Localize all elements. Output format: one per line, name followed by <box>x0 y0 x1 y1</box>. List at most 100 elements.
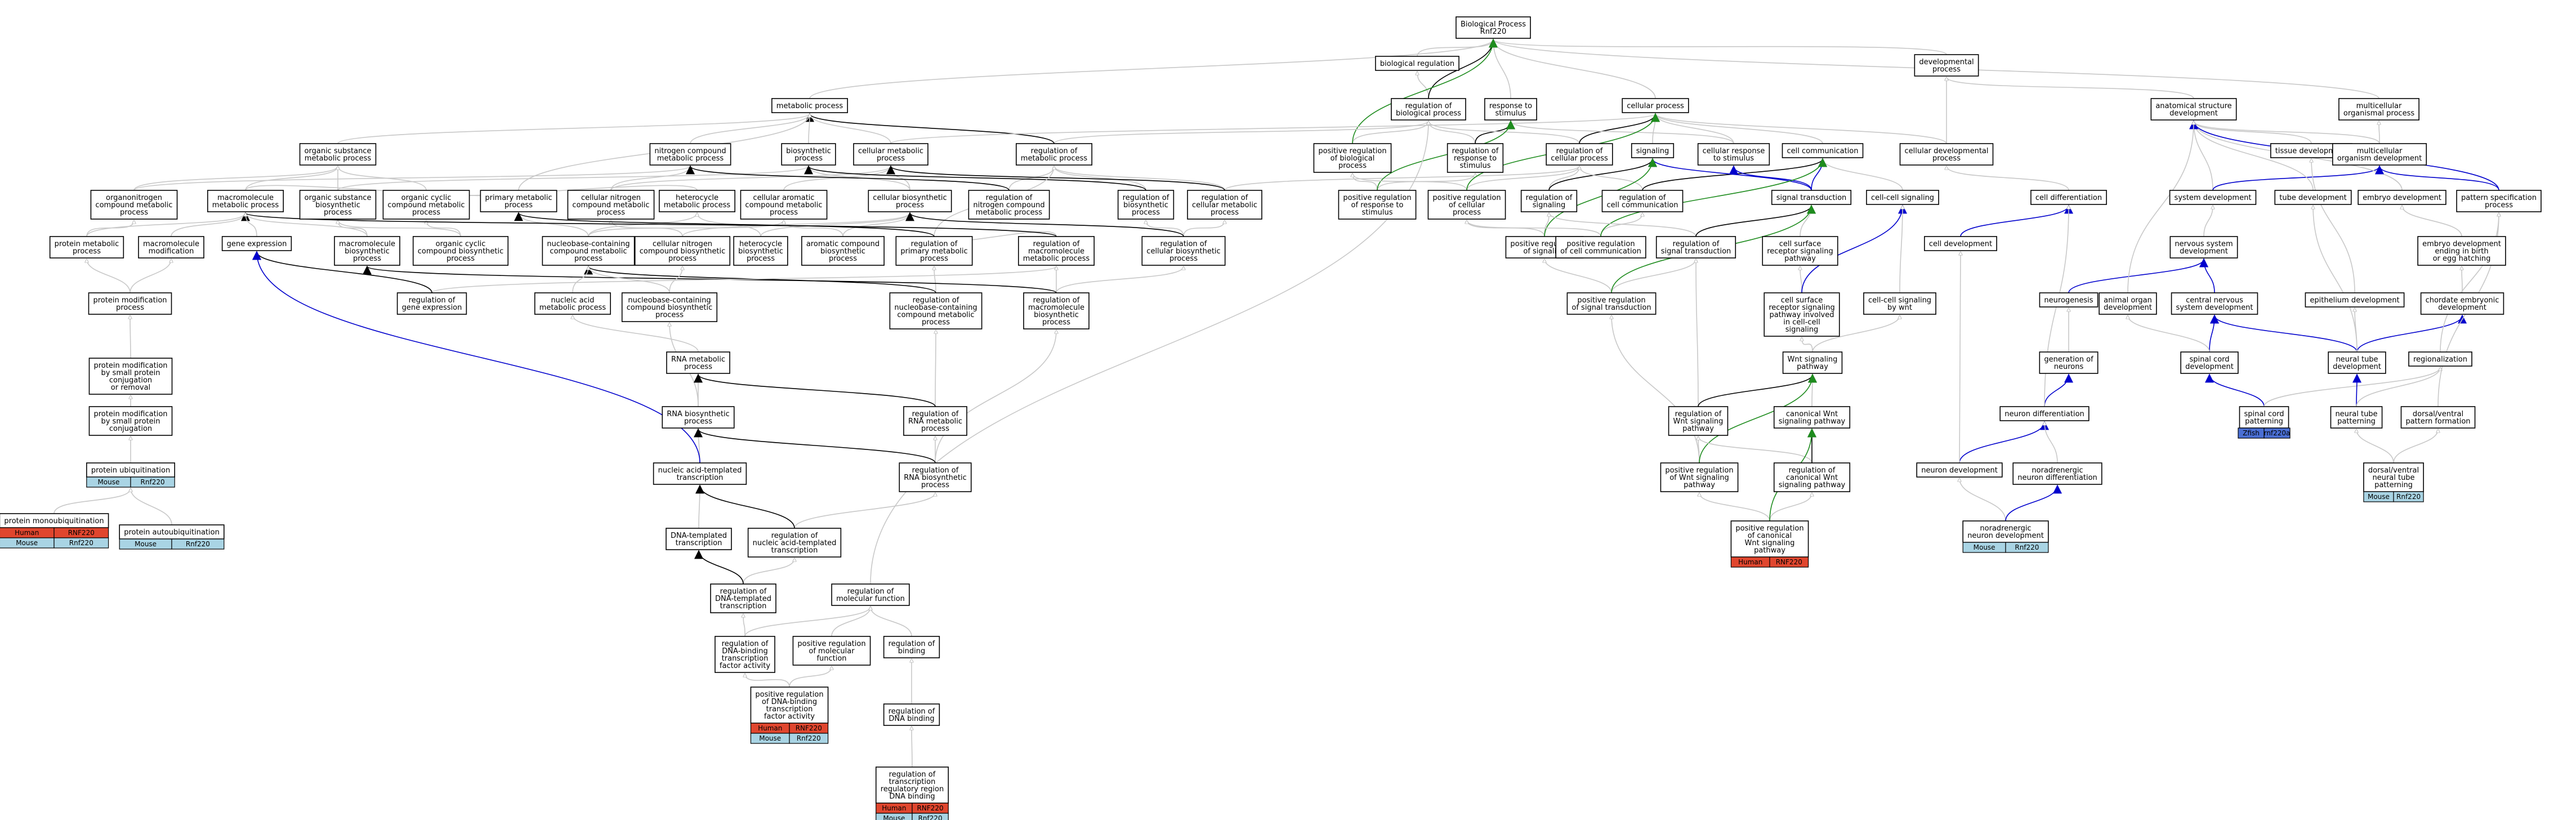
go-term-cellcomm[interactable]: cell communication <box>1782 143 1864 158</box>
go-term-embdev[interactable]: embryo development <box>2358 190 2446 205</box>
go-term-regnucmet[interactable]: regulation ofnucleobase-containingcompou… <box>889 292 983 329</box>
go-term-metab[interactable]: metabolic process <box>771 98 848 113</box>
go-term-ccsig[interactable]: cell-cell signaling <box>1866 190 1939 205</box>
go-term-regdnatf[interactable]: regulation ofDNA-bindingtranscriptionfac… <box>715 636 775 673</box>
go-term-bioreg[interactable]: biological regulation <box>1375 56 1459 71</box>
go-term-sigtrans[interactable]: signal transduction <box>1771 190 1852 205</box>
go-term-geneexp[interactable]: gene expression <box>221 236 292 251</box>
go-term-signaling[interactable]: signaling <box>1631 143 1675 158</box>
go-term-celldev[interactable]: cell development <box>1924 236 1997 251</box>
go-term-neurdiff[interactable]: neuron differentiation <box>1999 406 2090 421</box>
go-term-regmacrobio[interactable]: regulation ofmacromoleculebiosyntheticpr… <box>1023 292 1090 329</box>
go-term-cellproc[interactable]: cellular process <box>1622 98 1689 113</box>
go-term-tubedev[interactable]: tube development <box>2274 190 2352 205</box>
go-term-neurogen[interactable]: neurogenesis <box>2039 292 2099 308</box>
go-term-celldiff[interactable]: cell differentiation <box>2030 190 2107 205</box>
